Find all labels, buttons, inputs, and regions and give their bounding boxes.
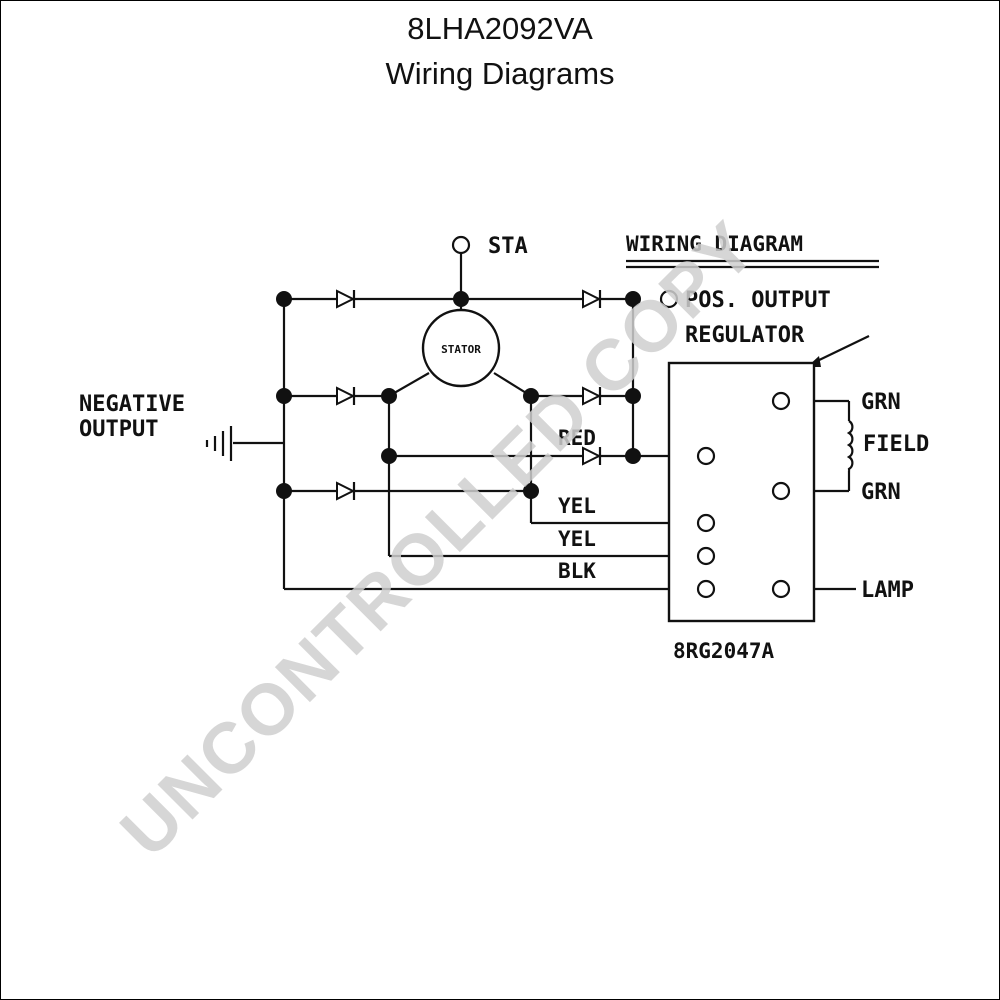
diode-top-right-icon <box>582 289 602 309</box>
stator-label: STATOR <box>441 343 481 356</box>
negative-label: NEGATIVE <box>79 392 185 417</box>
pos-output-terminal <box>659 289 679 309</box>
regulator-terminals <box>696 391 791 599</box>
wiring-diagram-heading: WIRING DIAGRAM <box>626 232 803 256</box>
ground-symbol-icon <box>205 426 233 461</box>
stator-symbol <box>421 308 501 388</box>
diode-bottom-left-icon <box>336 481 356 501</box>
junction-dots <box>276 291 641 499</box>
page-subtitle: Wiring Diagrams <box>385 56 615 91</box>
grn-top-label: GRN <box>861 390 901 415</box>
regulator-box <box>667 361 816 623</box>
regulator-label: REGULATOR <box>685 323 805 348</box>
field-label: FIELD <box>863 432 929 457</box>
wires <box>233 253 879 591</box>
diode-mid-right-icon <box>582 386 602 406</box>
red-wire-label: RED <box>558 426 596 450</box>
yel-wire-label-1: YEL <box>558 494 596 518</box>
output-label: OUTPUT <box>79 417 158 442</box>
pos-output-label: POS. OUTPUT <box>685 288 831 313</box>
lamp-label: LAMP <box>861 578 914 603</box>
field-coil-icon <box>846 420 854 472</box>
regulator-part-label: 8RG2047A <box>673 639 775 663</box>
diode-mid-left-icon <box>336 386 356 406</box>
yel-wire-label-2: YEL <box>558 527 596 551</box>
diode-red-icon <box>582 446 602 466</box>
blk-wire-label: BLK <box>558 559 596 583</box>
grn-bottom-label: GRN <box>861 480 901 505</box>
diode-top-left-icon <box>336 289 356 309</box>
sta-label: STA <box>488 234 528 259</box>
sta-terminal <box>451 235 471 255</box>
model-title: 8LHA2092VA <box>407 11 593 46</box>
